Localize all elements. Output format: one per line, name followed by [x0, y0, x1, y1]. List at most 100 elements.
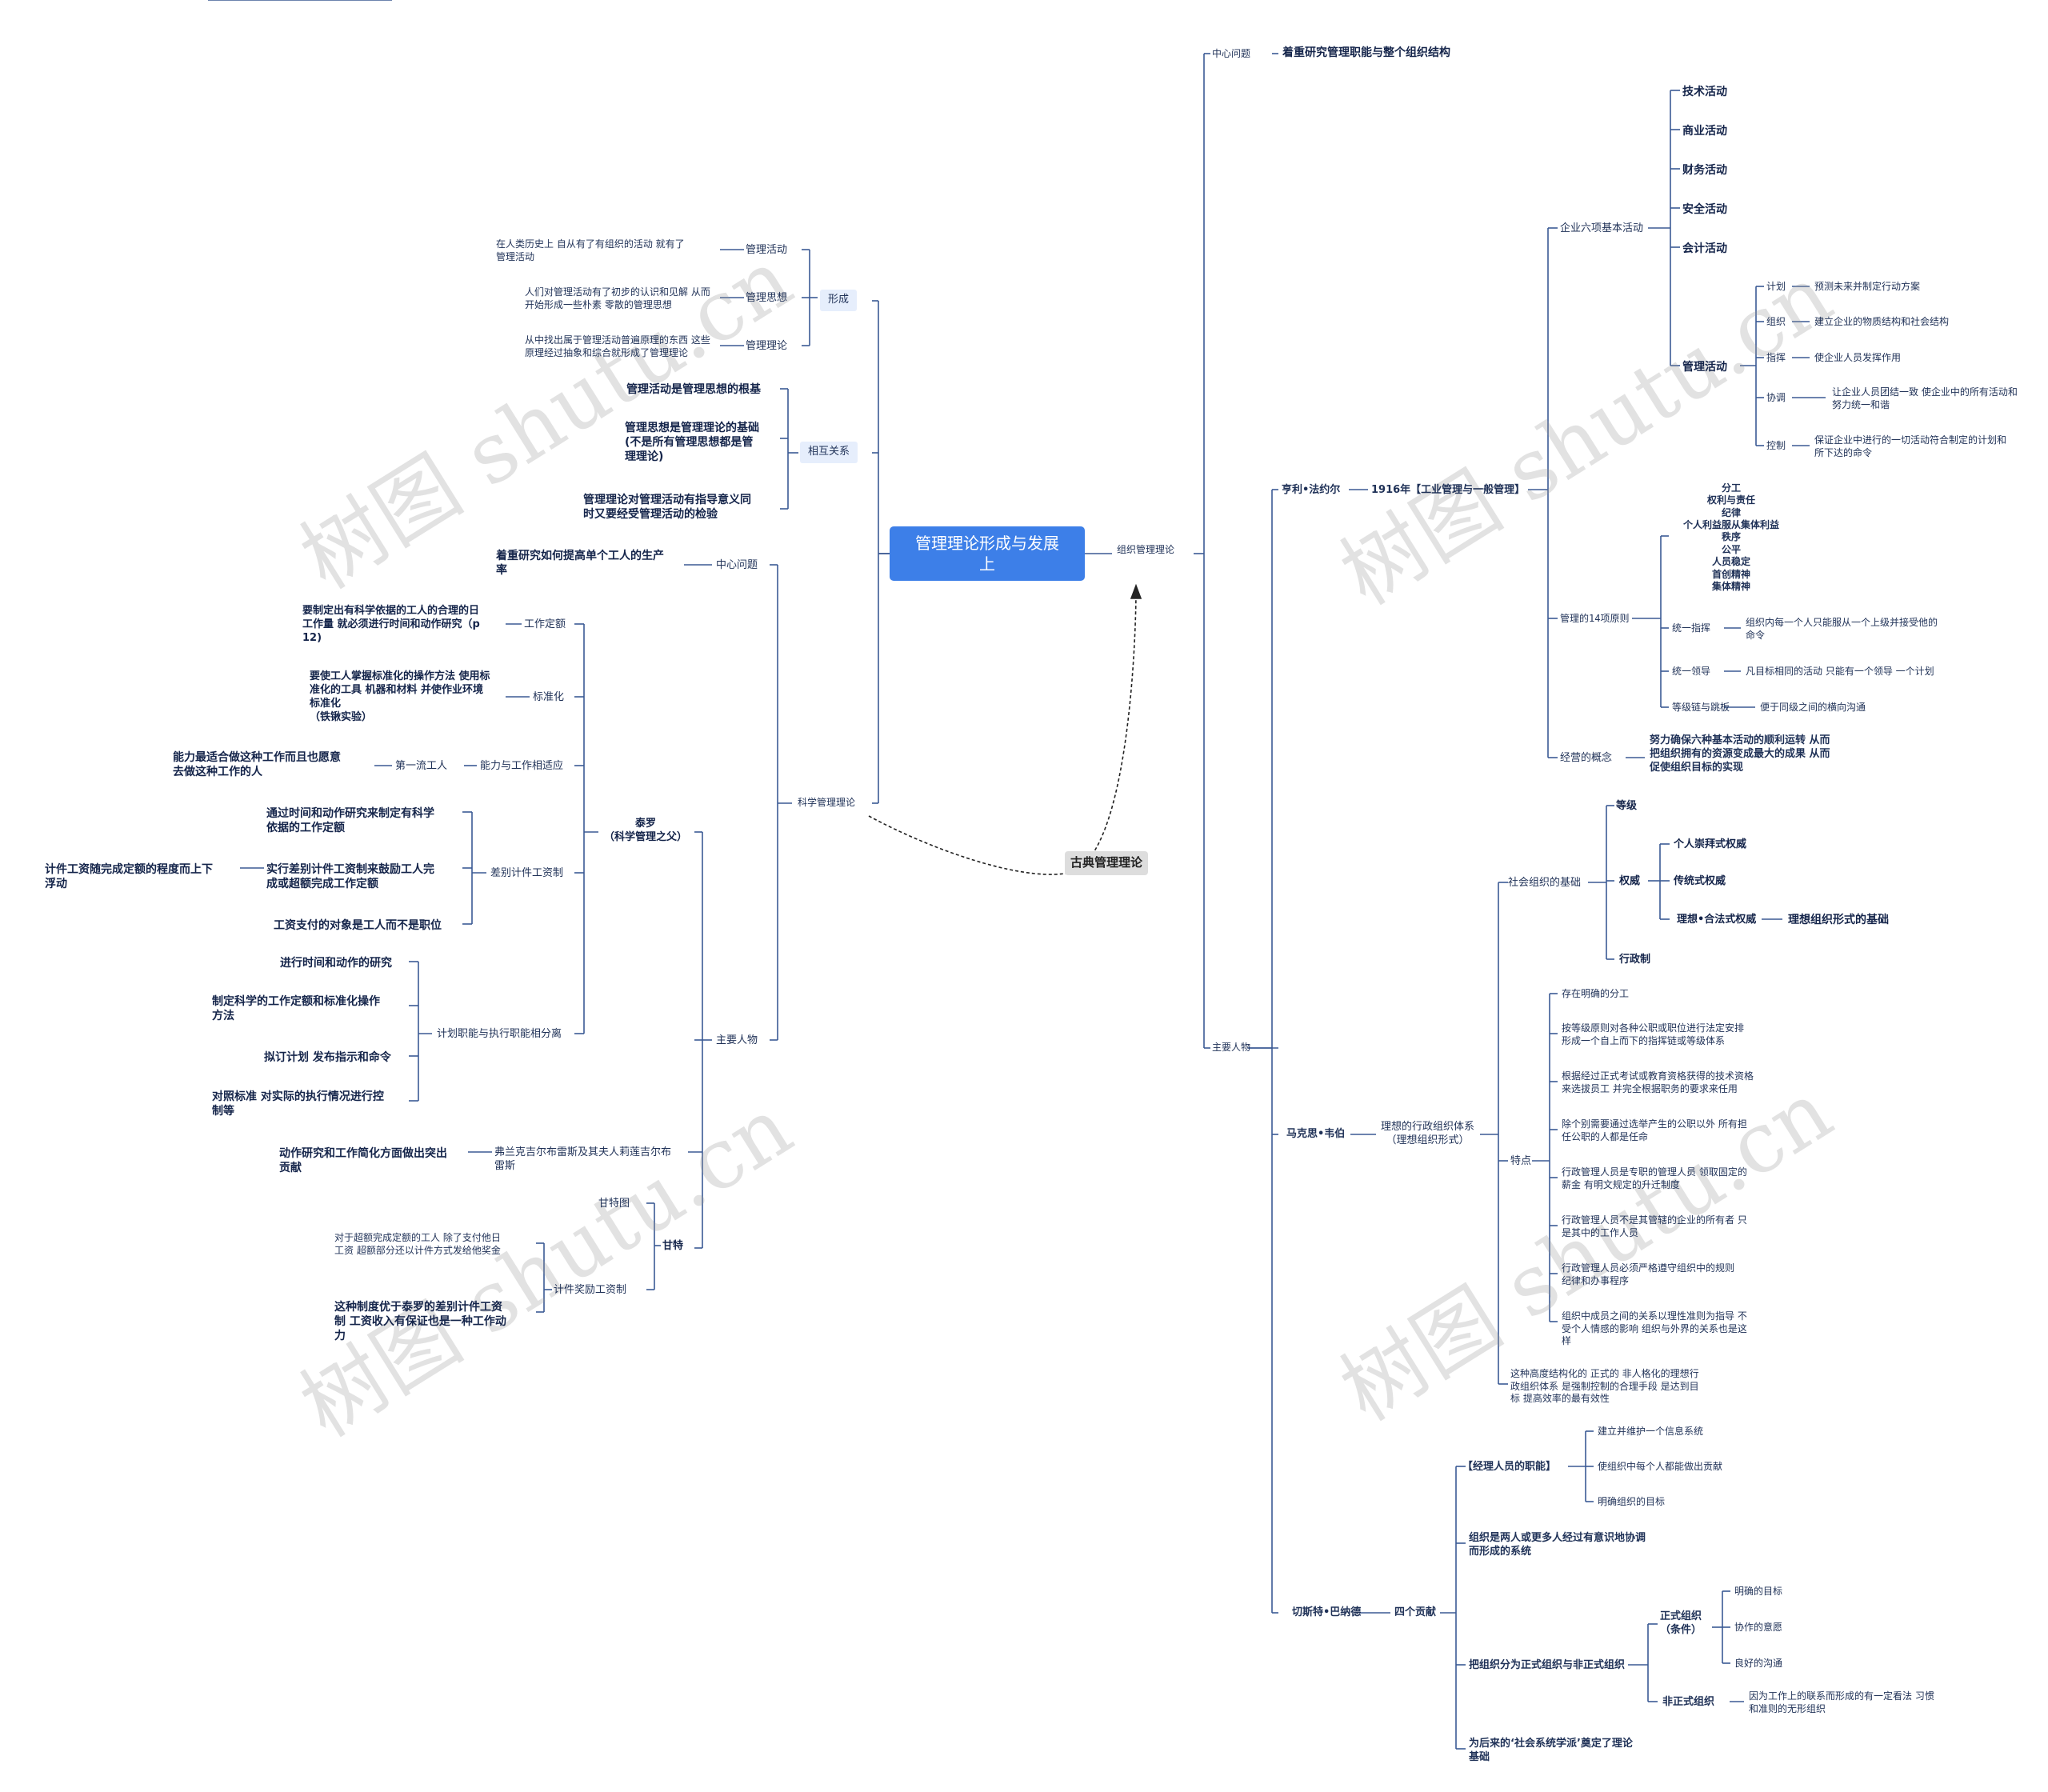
- weber-node[interactable]: 马克思•韦伯: [1286, 1128, 1346, 1140]
- bureaucracy-summary: 这种高度结构化的 正式的 非人格化的理想行 政组织体系 是强制控制的合理手段 是…: [1510, 1368, 1699, 1405]
- org-key-people-node[interactable]: 主要人物: [1212, 1042, 1251, 1053]
- first-class-worker-node[interactable]: 第一流工人: [395, 760, 448, 772]
- legal-rational-authority[interactable]: 理想•合法式权威: [1677, 914, 1757, 926]
- piece-rate-node[interactable]: 差别计件工资制: [490, 867, 564, 879]
- contribution-system[interactable]: 组织是两人或更多人经过有意识地协调 而形成的系统: [1469, 1532, 1646, 1558]
- separation-item-1[interactable]: 进行时间和动作的研究: [280, 957, 392, 970]
- fayol-node[interactable]: 亨利•法约尔: [1282, 484, 1341, 496]
- barnard-node[interactable]: 切斯特•巴纳德: [1292, 1606, 1362, 1618]
- relation-item-2[interactable]: 管理思想是管理理论的基础 (不是所有管理思想都是管 理理论): [625, 422, 759, 464]
- feature-3: 根据经过正式考试或教育资格获得的技术资格 来选拔员工 并完全根据职务的要求来任用: [1562, 1070, 1754, 1094]
- formal-org-node[interactable]: 正式组织 （条件）: [1660, 1610, 1702, 1636]
- control-node[interactable]: 控制: [1766, 440, 1786, 451]
- piece-rate-item-2-desc: 计件工资随完成定额的程度而上下 浮动: [45, 863, 213, 891]
- sci-center-question-node[interactable]: 中心问题: [716, 559, 758, 571]
- financial-activity[interactable]: 财务活动: [1682, 164, 1727, 177]
- traditional-authority[interactable]: 传统式权威: [1674, 875, 1726, 887]
- feature-6: 行政管理人员不是其管辖的企业的所有者 只 是其中的工作人员: [1562, 1214, 1747, 1238]
- management-thought-desc: 人们对管理活动有了初步的认识和见解 从而 开始形成一些朴素 零散的管理思想: [525, 286, 710, 310]
- organize-node[interactable]: 组织: [1766, 316, 1786, 327]
- org-center-question-node[interactable]: 中心问题: [1212, 48, 1251, 59]
- features-node[interactable]: 特点: [1510, 1155, 1532, 1167]
- taylor-node[interactable]: 泰罗 （科学管理之父）: [604, 818, 688, 843]
- separation-item-3[interactable]: 拟订计划 发布指示和命令: [264, 1051, 391, 1064]
- technical-activity[interactable]: 技术活动: [1682, 86, 1727, 98]
- relation-node[interactable]: 相互关系: [800, 442, 858, 463]
- contribution-social-system[interactable]: 为后来的‘社会系统学派’奠定了理论 基础: [1469, 1738, 1633, 1763]
- ability-fit-node[interactable]: 能力与工作相适应: [480, 760, 564, 772]
- unity-of-command-node[interactable]: 统一指挥: [1672, 622, 1711, 634]
- connector: [1130, 583, 1142, 599]
- management-activity[interactable]: 管理活动: [1682, 361, 1727, 374]
- formal-condition-1: 明确的目标: [1734, 1586, 1783, 1597]
- scientific-management-node[interactable]: 科学管理理论: [798, 797, 856, 808]
- standardization-node[interactable]: 标准化: [533, 691, 565, 703]
- contribution-formal-informal[interactable]: 把组织分为正式组织与非正式组织: [1469, 1659, 1626, 1671]
- legal-rational-desc: 理想组织形式的基础: [1788, 914, 1889, 926]
- authority-node[interactable]: 权威: [1619, 875, 1641, 887]
- executive-function-2: 使组织中每个人都能做出贡献: [1598, 1461, 1723, 1472]
- separation-item-4[interactable]: 对照标准 对实际的执行情况进行控 制等: [212, 1090, 384, 1118]
- work-quota-node[interactable]: 工作定额: [524, 618, 566, 630]
- root-topic[interactable]: 管理理论形成与发展 上: [890, 526, 1085, 581]
- six-activities-node[interactable]: 企业六项基本活动: [1560, 222, 1644, 234]
- org-center-question-desc: 着重研究管理职能与整个组织结构: [1282, 46, 1450, 59]
- executive-function-3: 明确组织的目标: [1598, 1496, 1666, 1507]
- unity-of-command-desc: 组织内每一个人只能服从一个上级并接受他的 命令: [1746, 617, 1938, 641]
- classical-theory-callout[interactable]: 古典管理理论: [1065, 851, 1149, 875]
- gantt-chart-node[interactable]: 甘特图: [598, 1198, 630, 1210]
- sci-center-question-desc: 着重研究如何提高单个工人的生产 率: [496, 550, 664, 578]
- principles-list: 分工 权利与责任 纪律 个人利益服从集体利益 秩序 公平 人员稳定 首创精神 集…: [1682, 482, 1779, 592]
- command-node[interactable]: 指挥: [1766, 352, 1786, 363]
- control-desc: 保证企业中进行的一切活动符合制定的计划和 所下达的命令: [1814, 434, 2007, 458]
- fayol-book-node[interactable]: 1916年【工业管理与一般管理】: [1371, 484, 1526, 496]
- gantt-node[interactable]: 甘特: [662, 1240, 684, 1252]
- operation-concept-node[interactable]: 经营的概念: [1560, 752, 1613, 764]
- social-org-basis-node[interactable]: 社会组织的基础: [1508, 877, 1582, 889]
- management-activity-desc: 在人类历史上 自从有了有组织的活动 就有了 管理活动: [496, 238, 685, 262]
- four-contributions-node[interactable]: 四个贡献: [1394, 1606, 1437, 1618]
- command-desc: 使企业人员发挥作用: [1814, 352, 1902, 363]
- unity-of-direction-node[interactable]: 统一领导: [1672, 666, 1711, 677]
- coordinate-node[interactable]: 协调: [1766, 392, 1786, 403]
- scalar-chain-desc: 便于同级之间的横向沟通: [1760, 702, 1866, 713]
- separation-item-2[interactable]: 制定科学的工作定额和标准化操作 方法: [212, 995, 380, 1023]
- feature-1: 存在明确的分工: [1562, 988, 1630, 999]
- bonus-system-node[interactable]: 计件奖励工资制: [554, 1284, 627, 1296]
- relation-item-3[interactable]: 管理理论对管理活动有指导意义同 时又要经受管理活动的检验: [583, 494, 751, 522]
- executive-function-1: 建立并维护一个信息系统: [1598, 1426, 1704, 1437]
- ideal-bureaucracy-node[interactable]: 理想的行政组织体系 （理想组织形式）: [1381, 1121, 1475, 1146]
- operation-concept-desc: 努力确保六种基本活动的顺利运转 从而 把组织拥有的资源变成最大的成果 从而 促使…: [1650, 734, 1830, 774]
- formation-node[interactable]: 形成: [820, 290, 858, 311]
- planning-separation-node[interactable]: 计划职能与执行职能相分离: [437, 1028, 562, 1040]
- hierarchy-node[interactable]: 等级: [1616, 800, 1638, 812]
- piece-rate-item-2[interactable]: 实行差别计件工资制来鼓励工人完 成或超额完成工作定额: [266, 863, 434, 891]
- plan-node[interactable]: 计划: [1766, 281, 1786, 292]
- feature-4: 除个别需要通过选举产生的公职以外 所有担 任公职的人都是任命: [1562, 1118, 1747, 1142]
- gilbreth-node[interactable]: 弗兰克吉尔布雷斯及其夫人莉莲吉尔布 雷斯: [494, 1146, 672, 1172]
- management-theory-node[interactable]: 管理理论: [746, 340, 788, 352]
- management-thought-node[interactable]: 管理思想: [746, 292, 788, 304]
- executive-functions-node[interactable]: 【经理人员的职能】: [1462, 1461, 1557, 1473]
- fourteen-principles-node[interactable]: 管理的14项原则: [1560, 613, 1630, 624]
- feature-2: 按等级原则对各种公职或职位进行法定安排 形成一个自上而下的指挥链或等级体系: [1562, 1022, 1745, 1046]
- commercial-activity[interactable]: 商业活动: [1682, 125, 1727, 138]
- informal-org-node[interactable]: 非正式组织: [1662, 1696, 1715, 1708]
- charismatic-authority[interactable]: 个人崇拜式权威: [1674, 838, 1747, 850]
- organization-management-node[interactable]: 组织管理理论: [1117, 544, 1175, 555]
- relation-item-1[interactable]: 管理活动是管理思想的根基: [626, 383, 761, 396]
- feature-5: 行政管理人员是专职的管理人员 领取固定的 薪金 有明文规定的升迁制度: [1562, 1166, 1747, 1190]
- scalar-chain-node[interactable]: 等级链与跳板: [1672, 702, 1730, 713]
- management-activity-node[interactable]: 管理活动: [746, 244, 788, 256]
- piece-rate-item-3[interactable]: 工资支付的对象是工人而不是职位: [274, 919, 442, 932]
- accounting-activity[interactable]: 会计活动: [1682, 242, 1727, 255]
- formal-condition-2: 协作的意愿: [1734, 1622, 1783, 1633]
- piece-rate-item-1[interactable]: 通过时间和动作研究来制定有科学 依据的工作定额: [266, 807, 434, 835]
- bonus-system-item-2[interactable]: 这种制度优于泰罗的差别计件工资 制 工资收入有保证也是一种工作动 力: [334, 1301, 506, 1343]
- security-activity[interactable]: 安全活动: [1682, 203, 1727, 216]
- informal-org-desc: 因为工作上的联系而形成的有一定看法 习惯 和准则的无形组织: [1749, 1690, 1934, 1714]
- administration-node[interactable]: 行政制: [1619, 954, 1651, 966]
- plan-desc: 预测未来并制定行动方案: [1814, 281, 1921, 292]
- sci-key-people-node[interactable]: 主要人物: [716, 1034, 758, 1046]
- feature-7: 行政管理人员必须严格遵守组织中的规则 纪律和办事程序: [1562, 1262, 1735, 1286]
